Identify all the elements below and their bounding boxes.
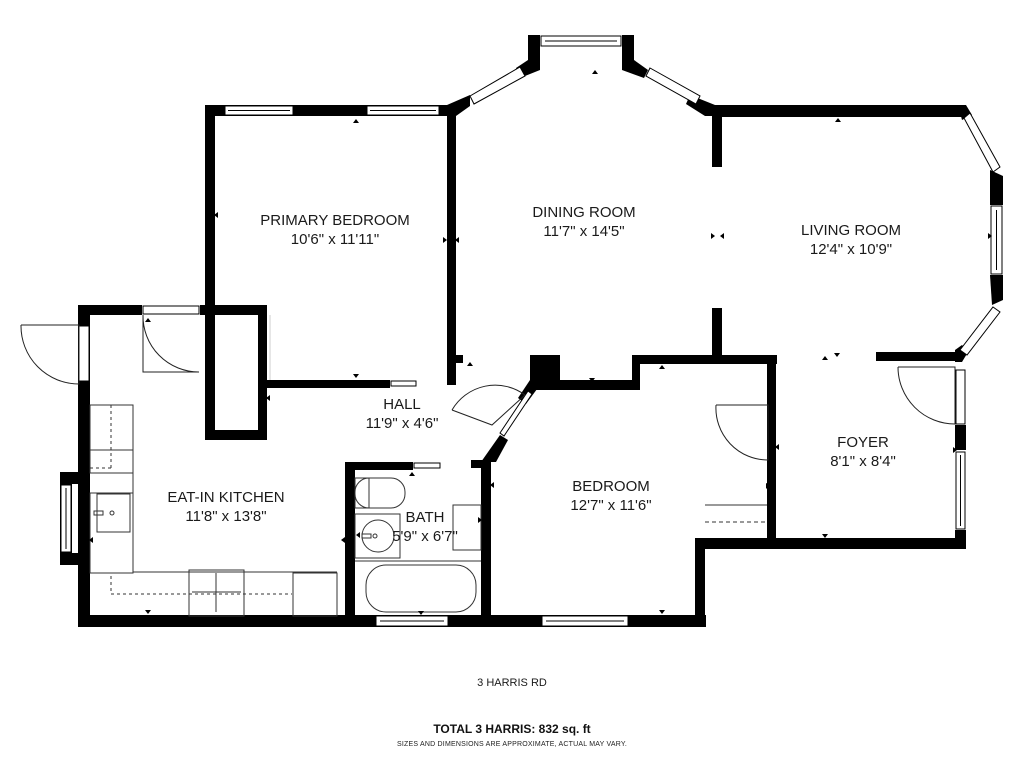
room-label-bedroom: BEDROOM 12'7" x 11'6" <box>570 477 651 515</box>
exterior-door-swing <box>20 324 80 385</box>
room-name: FOYER <box>837 434 889 451</box>
room-name: BEDROOM <box>572 478 650 495</box>
disclaimer-text: SIZES AND DIMENSIONS ARE APPROXIMATE, AC… <box>397 741 627 748</box>
room-label-primary-bedroom: PRIMARY BEDROOM 10'6" x 11'11" <box>260 211 409 249</box>
room-label-eat-in-kitchen: EAT-IN KITCHEN 11'8" x 13'8" <box>167 488 284 526</box>
room-dimensions: 5'9" x 6'7" <box>392 528 458 545</box>
total-area-label: TOTAL 3 HARRIS: 832 sq. ft <box>433 722 591 736</box>
room-label-foyer: FOYER 8'1" x 8'4" <box>830 433 896 471</box>
room-dimensions: 11'7" x 14'5" <box>543 223 625 240</box>
room-dimensions: 10'6" x 11'11" <box>290 231 380 248</box>
room-dimensions: 11'9" x 4'6" <box>365 415 439 432</box>
room-name: EAT-IN KITCHEN <box>167 489 285 506</box>
room-label-living-room: LIVING ROOM 12'4" x 10'9" <box>801 221 901 259</box>
room-name: LIVING ROOM <box>800 222 902 239</box>
room-label-dining-room: DINING ROOM 11'7" x 14'5" <box>532 203 635 241</box>
room-dimensions: 11'8" x 13'8" <box>185 508 267 525</box>
room-dimensions: 12'4" x 10'9" <box>809 241 893 258</box>
door-swings <box>20 314 956 461</box>
walls <box>60 35 1003 627</box>
room-name: BATH <box>405 509 445 526</box>
room-dimensions: 12'7" x 11'6" <box>570 497 652 514</box>
room-label-hall: HALL 11'9" x 4'6" <box>366 395 439 433</box>
room-dimensions: 8'1" x 8'4" <box>830 453 896 470</box>
room-label-bath: BATH 5'9" x 6'7" <box>392 508 458 546</box>
address-label: 3 HARRIS RD <box>477 677 547 689</box>
room-name: PRIMARY BEDROOM <box>260 212 410 229</box>
fixtures <box>89 315 767 617</box>
room-name: HALL <box>383 396 421 413</box>
windows <box>60 35 1003 627</box>
dimension-markers <box>89 70 992 615</box>
room-name: DINING ROOM <box>532 204 636 221</box>
